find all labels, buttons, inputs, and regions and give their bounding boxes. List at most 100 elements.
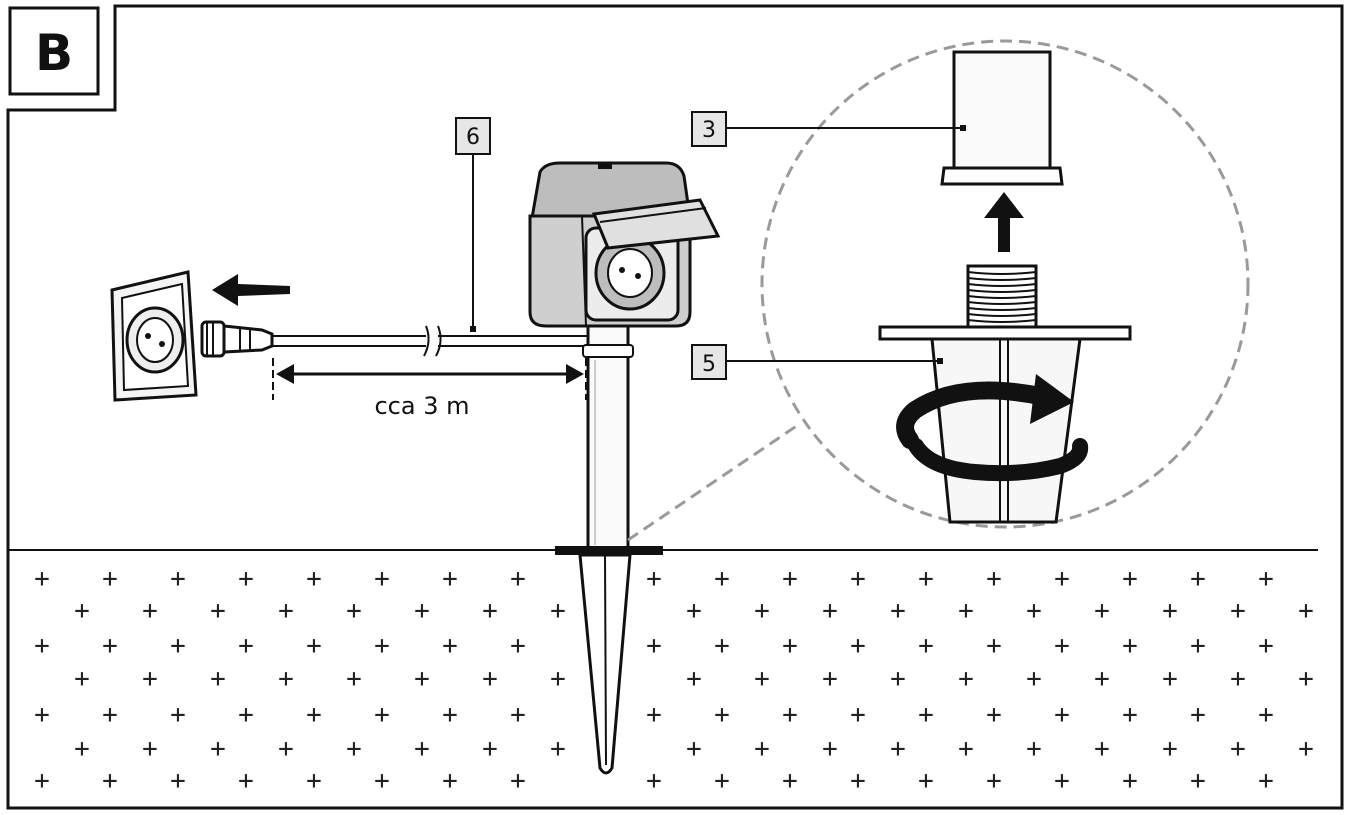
soil-mark: +	[74, 734, 90, 764]
lift-arrow-icon	[984, 192, 1024, 252]
soil-mark: +	[754, 734, 770, 764]
soil-mark: +	[646, 564, 662, 594]
soil-mark: +	[238, 564, 254, 594]
spike-body	[930, 337, 1082, 524]
soil-mark: +	[822, 596, 838, 626]
soil-mark: +	[1190, 631, 1206, 661]
soil-mark: +	[1258, 631, 1274, 661]
soil-mark: +	[890, 596, 906, 626]
soil-mark: +	[782, 700, 798, 730]
soil-mark: +	[646, 631, 662, 661]
soil-mark: +	[278, 664, 294, 694]
thread-line	[967, 307, 1037, 311]
soil-mark: +	[510, 631, 526, 661]
callout-3-label: 3	[702, 118, 716, 143]
soil-mark: +	[782, 631, 798, 661]
thread-line	[967, 283, 1037, 287]
soil-mark: +	[822, 734, 838, 764]
soil-mark: +	[550, 664, 566, 694]
soil-mark: +	[986, 700, 1002, 730]
soil-mark: +	[442, 564, 458, 594]
soil-mark: +	[958, 734, 974, 764]
soil-mark: +	[306, 631, 322, 661]
panel-letter: B	[35, 24, 73, 82]
soil-mark: +	[986, 631, 1002, 661]
soil-mark: +	[414, 664, 430, 694]
soil-mark: +	[714, 766, 730, 796]
soil-mark: +	[1190, 766, 1206, 796]
soil-mark: +	[1122, 766, 1138, 796]
thread-line	[967, 271, 1037, 275]
soil-mark: +	[346, 596, 362, 626]
soil-mark: +	[958, 664, 974, 694]
soil-mark: +	[1258, 700, 1274, 730]
soil-mark: +	[1162, 734, 1178, 764]
soil-mark: +	[1258, 766, 1274, 796]
soil-mark: +	[170, 564, 186, 594]
soil-mark: +	[442, 700, 458, 730]
callout-6: 6	[455, 117, 491, 332]
soil-mark: +	[1122, 700, 1138, 730]
soil-mark: +	[142, 734, 158, 764]
soil-mark: +	[1162, 596, 1178, 626]
soil-mark: +	[1094, 596, 1110, 626]
soil-mark: +	[374, 564, 390, 594]
thread-line	[967, 301, 1037, 305]
soil-mark: +	[918, 700, 934, 730]
soil-mark: +	[986, 766, 1002, 796]
soil-mark: +	[822, 664, 838, 694]
soil-mark: +	[1230, 734, 1246, 764]
soil-mark: +	[306, 766, 322, 796]
callout-5: 5	[691, 344, 943, 380]
callout-3: 3	[691, 111, 966, 147]
soil-mark: +	[1162, 664, 1178, 694]
soil-mark: +	[1054, 766, 1070, 796]
cable	[272, 325, 588, 357]
soil-mark: +	[1026, 664, 1042, 694]
soil-mark: +	[442, 631, 458, 661]
soil-mark: +	[918, 564, 934, 594]
soil-mark: +	[986, 564, 1002, 594]
soil-mark: +	[142, 664, 158, 694]
soil-mark: +	[890, 734, 906, 764]
wall-socket-icon	[110, 270, 198, 402]
soil-mark: +	[1054, 631, 1070, 661]
soil-mark: +	[102, 766, 118, 796]
soil-mark: +	[210, 596, 226, 626]
soil-mark: +	[714, 564, 730, 594]
pole-nut	[940, 166, 1064, 186]
soil-mark: +	[102, 564, 118, 594]
soil-mark: +	[1298, 664, 1314, 694]
soil-texture: + + + + + + + + + + + + + + + + + + + + + + + + + + + + + + + + + + + + + + + +…	[34, 564, 1314, 796]
soil-mark: +	[1122, 631, 1138, 661]
garden-socket-icon	[528, 161, 721, 328]
soil-mark: +	[1298, 734, 1314, 764]
soil-mark: +	[278, 734, 294, 764]
soil-mark: +	[918, 631, 934, 661]
soil-mark: +	[782, 564, 798, 594]
dimension-line: cca 3 m	[272, 358, 587, 420]
soil-mark: +	[170, 700, 186, 730]
outer-frame	[6, 4, 1344, 810]
soil-mark: +	[1054, 564, 1070, 594]
soil-mark: +	[210, 664, 226, 694]
soil-mark: +	[1054, 700, 1070, 730]
pole	[555, 323, 663, 775]
unplug-arrow-icon	[212, 274, 290, 306]
soil-mark: +	[34, 631, 50, 661]
soil-mark: +	[1230, 596, 1246, 626]
soil-mark: +	[374, 700, 390, 730]
soil-mark: +	[278, 596, 294, 626]
soil-mark: +	[1190, 564, 1206, 594]
soil-mark: +	[374, 631, 390, 661]
soil-mark: +	[482, 596, 498, 626]
callout-5-label: 5	[702, 352, 716, 377]
soil-mark: +	[754, 596, 770, 626]
soil-mark: +	[646, 766, 662, 796]
soil-mark: +	[306, 700, 322, 730]
soil-mark: +	[210, 734, 226, 764]
soil-mark: +	[442, 766, 458, 796]
soil-mark: +	[374, 766, 390, 796]
soil-mark: +	[510, 700, 526, 730]
thread-line	[967, 295, 1037, 299]
